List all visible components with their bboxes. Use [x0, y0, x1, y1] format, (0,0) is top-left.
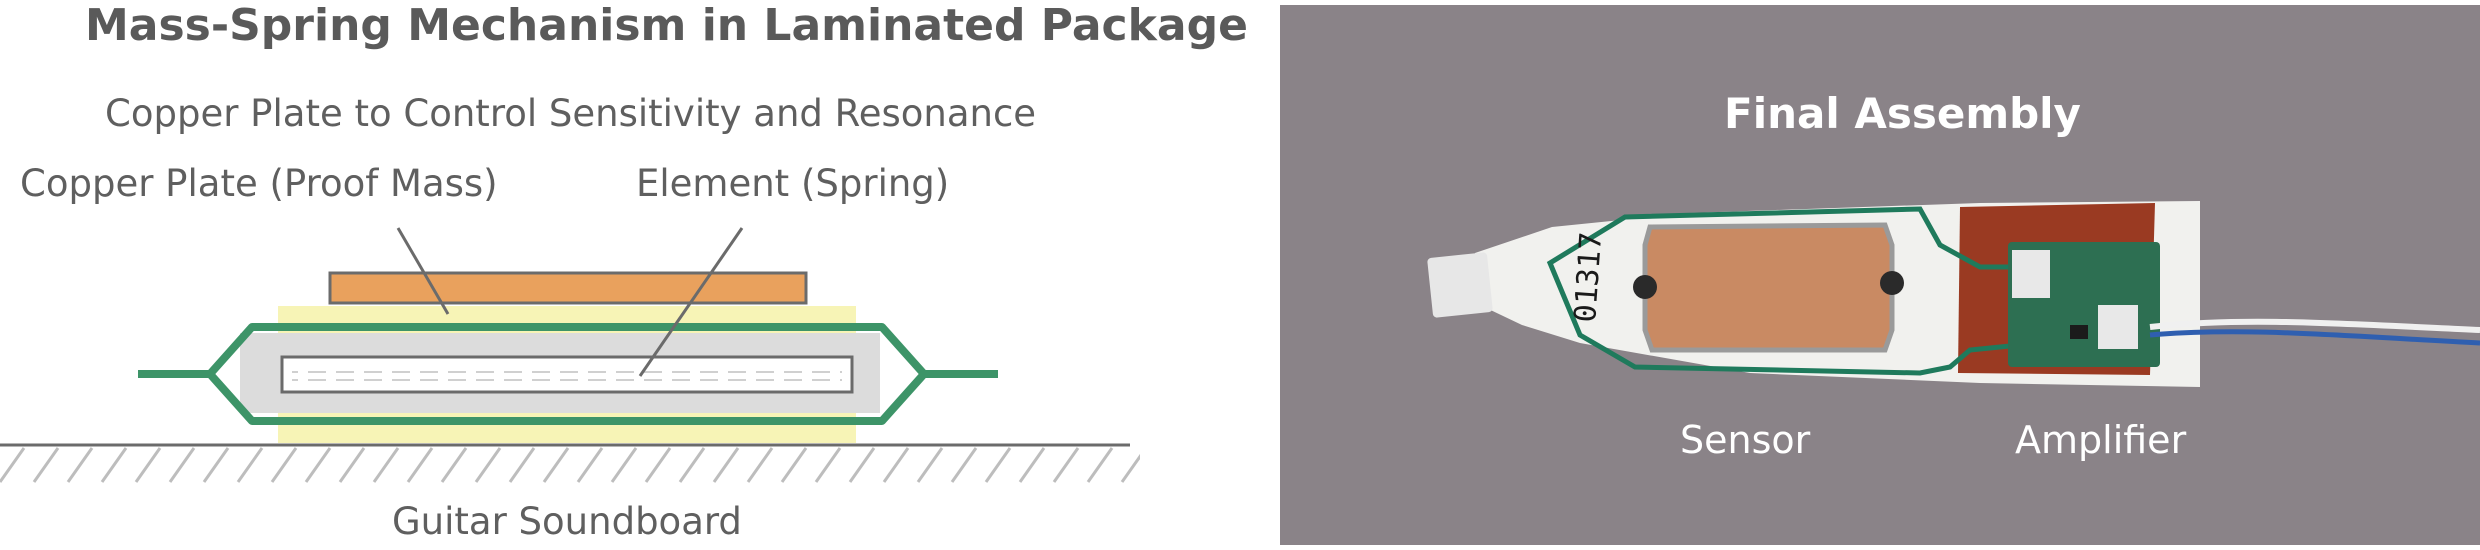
soundboard-label: Guitar Soundboard	[392, 500, 742, 543]
hatch-mark	[0, 447, 26, 483]
hatch-mark	[338, 447, 366, 483]
cable-white	[2149, 318, 2480, 333]
hatch-mark	[440, 447, 468, 483]
hatch-mark	[1052, 447, 1080, 483]
hatch-mark	[950, 447, 978, 483]
photo-title: Final Assembly	[1724, 89, 2081, 138]
cable-blue	[2149, 329, 2480, 346]
hatch-mark	[610, 447, 638, 483]
amplifier-label: Amplifier	[2015, 418, 2187, 462]
hatch-mark	[134, 447, 162, 483]
diagram-subtitle: Copper Plate to Control Sensitivity and …	[105, 92, 1037, 135]
hatch-mark	[1086, 447, 1114, 483]
hatch-mark	[678, 447, 706, 483]
hatch-mark	[882, 447, 910, 483]
hatch-mark	[304, 447, 332, 483]
element-dashes	[292, 366, 842, 384]
hatch-mark	[780, 447, 808, 483]
hatch-mark	[202, 447, 230, 483]
proof-mass-label: Copper Plate (Proof Mass)	[20, 162, 498, 205]
plate-notch-right	[1880, 271, 1904, 295]
hatch-mark	[508, 447, 536, 483]
hatch-mark	[32, 447, 60, 483]
hatch-mark	[984, 447, 1012, 483]
hatch-mark	[746, 447, 774, 483]
connector-right	[2098, 305, 2138, 349]
connector-top	[2012, 250, 2050, 298]
hatch-mark	[66, 447, 94, 483]
hatch-mark	[848, 447, 876, 483]
hatch-mark	[712, 447, 740, 483]
hatch-mark	[406, 447, 434, 483]
hatch-mark	[168, 447, 196, 483]
assembly-illustration: 01317	[1427, 201, 2480, 387]
ic-chip	[2070, 325, 2088, 339]
serial-number: 01317	[1568, 231, 1609, 324]
hatch-mark	[576, 447, 604, 483]
diagram-title: Mass-Spring Mechanism in Laminated Packa…	[85, 0, 1248, 51]
soundboard-hatch	[0, 447, 1140, 483]
hatch-mark	[644, 447, 672, 483]
final-assembly-photo: 01317 Final Assembly Sensor Amplifier	[1280, 5, 2480, 545]
hatch-mark	[1120, 453, 1140, 483]
film-tail	[1427, 252, 1493, 318]
hatch-mark	[542, 447, 570, 483]
hatch-mark	[1018, 447, 1046, 483]
hatch-mark	[474, 447, 502, 483]
hatch-mark	[916, 447, 944, 483]
mass-spring-diagram	[0, 227, 1140, 483]
sensor-label: Sensor	[1680, 418, 1811, 462]
copper-plate	[328, 271, 808, 305]
proof-mass-leader	[396, 227, 450, 315]
hatch-mark	[236, 447, 264, 483]
spring-leader	[638, 227, 744, 377]
sensor-copper-plate	[1642, 222, 1895, 353]
hatch-mark	[100, 447, 128, 483]
spring-label: Element (Spring)	[636, 162, 950, 205]
hatch-mark	[372, 447, 400, 483]
plate-notch-left	[1633, 275, 1657, 299]
hatch-mark	[270, 447, 298, 483]
hatch-mark	[814, 447, 842, 483]
